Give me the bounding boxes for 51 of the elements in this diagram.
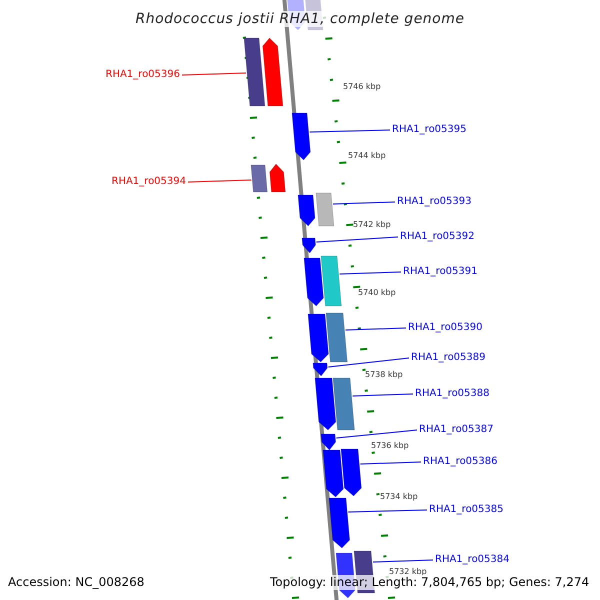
leader-line — [309, 130, 390, 132]
scale-label: 5746 kbp — [343, 82, 381, 92]
leader-line — [188, 180, 252, 182]
leader-line — [316, 236, 398, 242]
gene-feature — [304, 258, 324, 306]
gene-label: RHA1_ro05384 — [435, 554, 510, 566]
gene-feature — [316, 192, 334, 226]
scale-label: 5734 kbp — [380, 492, 418, 502]
leader-line — [352, 394, 414, 396]
leader-line — [336, 430, 418, 438]
gene-feature — [320, 434, 336, 450]
gene-feature — [340, 448, 362, 496]
gene-label: RHA1_ro05387 — [419, 424, 494, 436]
scale-label: 5732 kbp — [389, 567, 427, 576]
gene-label: RHA1_ro05391 — [403, 266, 478, 278]
gene-label: RHA1_ro05396 — [106, 69, 180, 81]
leader-line — [345, 328, 406, 330]
gene-feature — [320, 256, 342, 306]
gene-label: RHA1_ro05389 — [411, 352, 486, 364]
gene-feature — [328, 498, 350, 548]
scale-label: 5738 kbp — [365, 370, 403, 380]
gene-label: RHA1_ro05390 — [408, 322, 482, 334]
info-text: Accession: NC_008268 — [8, 575, 144, 590]
leader-line — [339, 272, 402, 274]
gene-label: RHA1_ro05393 — [397, 196, 472, 208]
leader-line — [360, 462, 422, 464]
scale-label: 5742 kbp — [353, 220, 391, 230]
gene-label: RHA1_ro05392 — [400, 231, 474, 243]
leader-line — [182, 72, 246, 76]
gene-feature — [292, 112, 311, 160]
gene-feature — [269, 164, 286, 192]
gene-feature — [244, 38, 266, 106]
scale-label: 5736 kbp — [371, 441, 409, 451]
gene-label: RHA1_ro05394 — [112, 176, 186, 188]
leader-line — [328, 358, 410, 368]
gene-label: RHA1_ro05388 — [415, 388, 490, 400]
info-text: Topology: linear; Length: 7,804,765 bp; Genes: 7,274 — [270, 575, 590, 590]
gene-label: RHA1_ro05395 — [392, 124, 466, 136]
leader-line — [372, 560, 434, 562]
gene-feature — [326, 312, 348, 362]
gene-feature — [298, 194, 316, 226]
scale-label: 5744 kbp — [348, 151, 386, 161]
gene-label: RHA1_ro05385 — [429, 504, 504, 516]
leader-line — [348, 510, 428, 512]
scale-label: 5740 kbp — [358, 288, 396, 298]
leader-line — [332, 202, 396, 204]
gene-feature — [250, 164, 268, 192]
gene-feature — [302, 238, 316, 254]
gene-label: RHA1_ro05386 — [423, 456, 498, 468]
gene-feature — [332, 378, 355, 430]
gene-feature — [262, 38, 284, 106]
